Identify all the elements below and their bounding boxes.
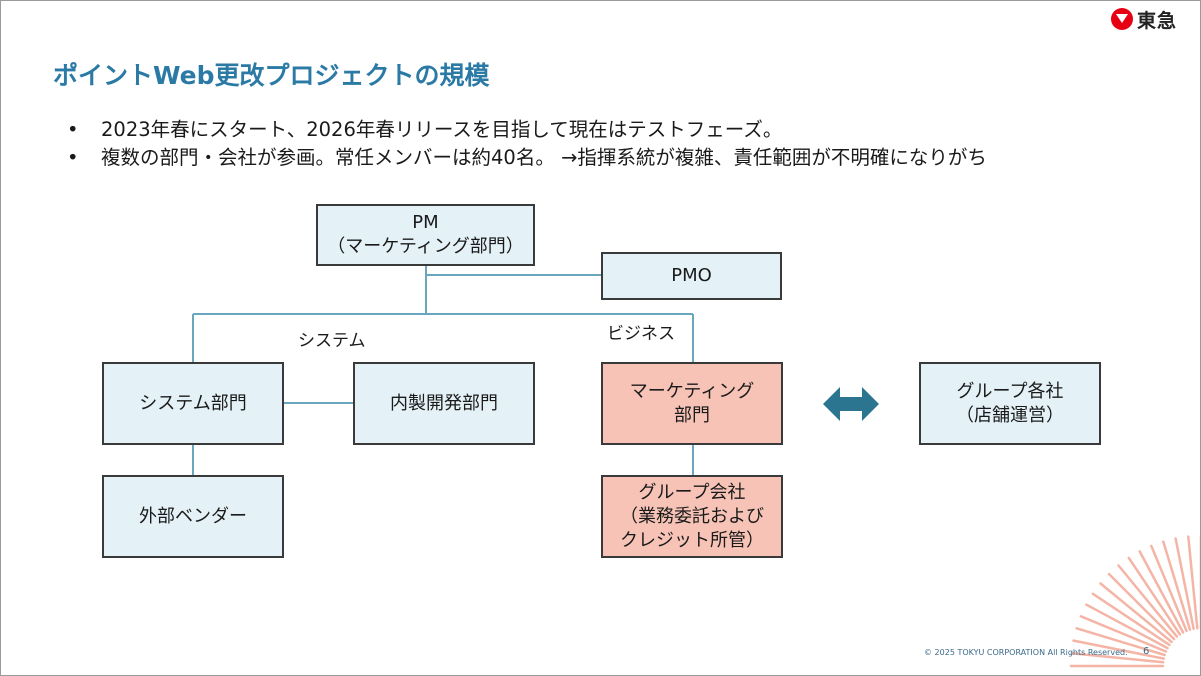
logo-mark-icon — [1111, 8, 1133, 30]
sunburst-ray — [1162, 540, 1192, 631]
node-pm-line: PM — [412, 212, 439, 233]
logo-text: 東急 — [1137, 9, 1178, 32]
node-group-company-line: クレジット所管） — [620, 529, 764, 551]
node-system-dept: システム部門 — [102, 362, 284, 445]
node-group-company-line: （業務委託および — [620, 505, 764, 527]
node-inhouse-dev: 内製開発部門 — [353, 362, 535, 445]
branch-label-business: ビジネス — [607, 324, 675, 344]
node-pm: PM （マーケティング部門） — [316, 204, 535, 266]
sunburst-ray — [1117, 564, 1179, 638]
node-group-company-line: グループ会社 — [638, 481, 746, 503]
bullet-item: 2023年春にスタート、2026年春リリースを目指して現在はテストフェーズ。 — [67, 116, 987, 144]
node-group-each-line: グループ各社 — [956, 380, 1064, 402]
sunburst-ray — [1138, 550, 1185, 634]
sunburst-ray — [1091, 592, 1171, 647]
decorative-sunburst-icon — [1069, 535, 1200, 668]
node-group-company: グループ会社 （業務委託および クレジット所管） — [601, 475, 783, 558]
node-pmo-line: PMO — [671, 265, 712, 286]
node-system-dept-line: システム部門 — [139, 392, 247, 414]
bullet-item: 複数の部門・会社が参画。常任メンバーは約40名。 →指揮系統が複雑、責任範囲が不… — [67, 144, 987, 172]
branch-label-system: システム — [298, 331, 366, 351]
slide-title: ポイントWeb更改プロジェクトの規模 — [53, 61, 490, 90]
sunburst-ray — [1075, 627, 1166, 657]
node-marketing-dept-line: 部門 — [674, 404, 710, 426]
sunburst-ray — [1150, 544, 1188, 633]
node-pm-line: （マーケティング部門） — [327, 236, 524, 257]
node-marketing-dept-line: マーケティング — [629, 380, 755, 402]
sunburst-ray — [1070, 652, 1165, 664]
sunburst-ray — [1099, 582, 1173, 644]
company-logo: 東急 — [1111, 7, 1178, 32]
node-external-vendor: 外部ベンダー — [102, 475, 284, 558]
sunburst-ray — [1107, 572, 1176, 641]
sunburst-ray — [1072, 639, 1165, 660]
sunburst-ray — [1174, 537, 1195, 630]
sunburst-ray — [1187, 535, 1199, 630]
double-arrow-icon — [823, 387, 879, 421]
sunburst-ray — [1085, 603, 1169, 650]
page-number: 6 — [1143, 646, 1150, 657]
bullet-list: 2023年春にスタート、2026年春リリースを目指して現在はテストフェーズ。 複… — [67, 116, 987, 172]
sunburst-ray — [1127, 556, 1182, 636]
sunburst-ray — [1079, 615, 1168, 653]
node-group-each: グループ各社 （店舗運営） — [919, 362, 1101, 445]
copyright-footer: © 2025 TOKYU CORPORATION All Rights Rese… — [924, 648, 1128, 657]
node-marketing-dept: マーケティング 部門 — [601, 362, 783, 445]
node-group-each-line: （店舗運営） — [956, 404, 1064, 426]
node-inhouse-dev-line: 内製開発部門 — [390, 392, 498, 414]
node-external-vendor-line: 外部ベンダー — [139, 505, 247, 527]
node-pmo: PMO — [601, 252, 782, 300]
